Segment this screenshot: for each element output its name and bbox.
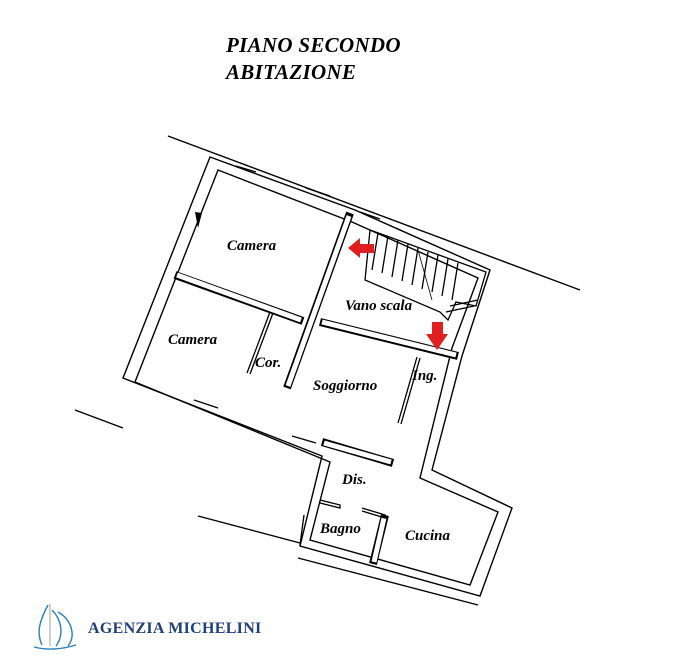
entrance-partition (397, 356, 418, 424)
corridor-partition (246, 311, 271, 374)
room-label-vano-scala: Vano scala (345, 298, 413, 314)
room-label-disimpegno: Dis. (342, 472, 367, 488)
logo-sail-icon (33, 604, 77, 650)
stair-treads (371, 232, 479, 313)
bath-wall-left (319, 499, 341, 509)
bath-wall-right (361, 507, 386, 519)
outer-wall (122, 156, 513, 597)
boundary-line-bottom2 (297, 557, 479, 606)
north-marker-icon (195, 212, 202, 228)
room-label-cucina: Cucina (405, 528, 451, 544)
entry-arrow-left-icon (348, 238, 374, 258)
agency-logo-text: AGENZIA MICHELINI (88, 620, 262, 637)
room-label-camera-top: Camera (227, 238, 277, 254)
room-label-camera-left: Camera (168, 332, 218, 348)
room-label-ingresso: Ing. (412, 368, 438, 384)
boundary-line-top (167, 135, 581, 291)
boundary-line-left (74, 409, 124, 429)
inner-wall (134, 169, 499, 586)
entry-arrow-down-icon (426, 322, 448, 350)
plan-title-floor: PIANO SECONDO (226, 33, 401, 57)
plan-title-type: ABITAZIONE (226, 60, 357, 84)
room-label-corridor: Cor. (255, 355, 282, 371)
boundary-line-bottom (197, 515, 301, 544)
room-label-bagno: Bagno (320, 521, 361, 537)
room-label-soggiorno: Soggiorno (313, 378, 378, 394)
